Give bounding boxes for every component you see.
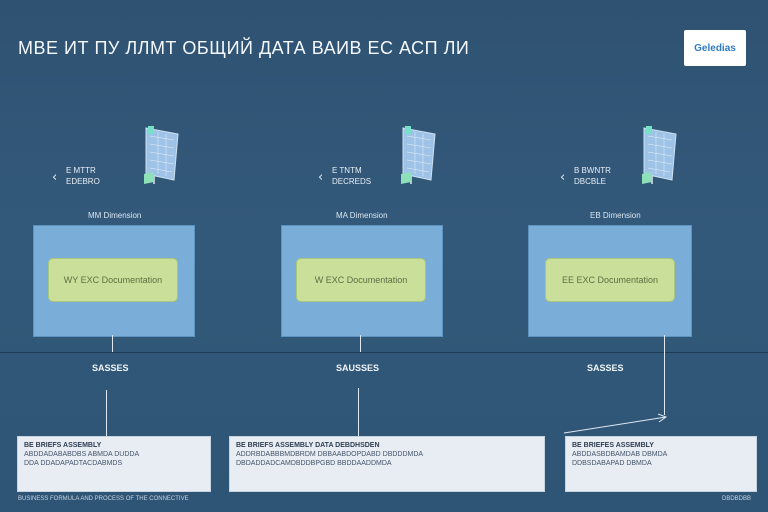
connector-vertical — [112, 335, 113, 352]
note-card: BE BRIEFES ASSEMBLY ABDDASBDBAMDAB DBMDA… — [565, 436, 757, 492]
note-line: DDA DDADAPADTACDABMDS — [24, 460, 123, 467]
note-line: ABDDASBDBAMDAB DBMDA — [572, 451, 668, 458]
dimension-tag: EB Dimension — [590, 211, 641, 220]
chevron-left-icon[interactable]: ‹ — [560, 170, 566, 185]
side-label: E TNTM DECREDS — [332, 165, 371, 187]
note-line: DBDADDADCAMDBDDBPGBD BBDDAADDMDA — [236, 460, 392, 467]
section-label: SASSES — [587, 363, 624, 373]
connector-line — [0, 352, 768, 353]
connector-vertical — [106, 390, 107, 436]
brand-logo: Geledias — [684, 30, 746, 66]
note-card: BE BRIEFS ASSEMBLY ABDDADABABDBS ABMDA D… — [17, 436, 211, 492]
side-label-line: B BWNTR — [574, 166, 611, 175]
note-line: ABDDADABABDBS ABMDA DUDDA — [24, 451, 140, 458]
section-label: SASSES — [92, 363, 129, 373]
side-label-line: DECREDS — [332, 177, 372, 186]
section-label: SAUSSES — [336, 363, 380, 373]
note-line: ADDRBDABBBMDBRDM DBBAABDOPDABD DBDDDMDA — [236, 451, 424, 458]
side-label-line: E MTTR — [66, 166, 96, 175]
flag-icon — [642, 126, 677, 184]
note-line: DDBSDABAPAD DBMDA — [572, 460, 652, 467]
dimension-tag: MA Dimension — [336, 211, 388, 220]
flag-icon — [401, 126, 436, 184]
flag-icon — [144, 126, 179, 184]
footer-text: BUSINESS FORMULA AND PROCESS OF THE CONN… — [18, 496, 189, 502]
side-label-line: DBCBLE — [574, 177, 607, 186]
documentation-box[interactable]: EE EXC Documentation — [545, 258, 675, 302]
note-title: BE BRIEFS ASSEMBLY DATA DEBDHSDEN — [236, 442, 380, 449]
documentation-box[interactable]: WY EXC Documentation — [48, 258, 178, 302]
connector-vertical — [358, 388, 359, 436]
side-label: E MTTR EDEBRO — [66, 165, 100, 187]
page-title: MBE ИТ ПУ ЛЛМТ ОБЩИЙ ДАТА ВАИВ ЕС АСП ЛИ — [18, 38, 470, 58]
dimension-tag: MM Dimension — [88, 211, 142, 220]
chevron-left-icon[interactable]: ‹ — [52, 170, 58, 185]
connector-arrow — [563, 413, 668, 434]
side-label-line: E TNTM — [332, 166, 362, 175]
connector-vertical — [360, 335, 361, 352]
note-card: BE BRIEFS ASSEMBLY DATA DEBDHSDEN ADDRBD… — [229, 436, 545, 492]
note-title: BE BRIEFES ASSEMBLY — [572, 442, 654, 449]
side-label: B BWNTR DBCBLE — [574, 165, 611, 187]
footer-code: DBDBDBB — [722, 496, 752, 502]
note-title: BE BRIEFS ASSEMBLY — [24, 442, 102, 449]
connector-vertical — [664, 335, 665, 415]
side-label-line: EDEBRO — [66, 177, 100, 186]
documentation-box[interactable]: W EXC Documentation — [296, 258, 426, 302]
chevron-left-icon[interactable]: ‹ — [318, 170, 324, 185]
